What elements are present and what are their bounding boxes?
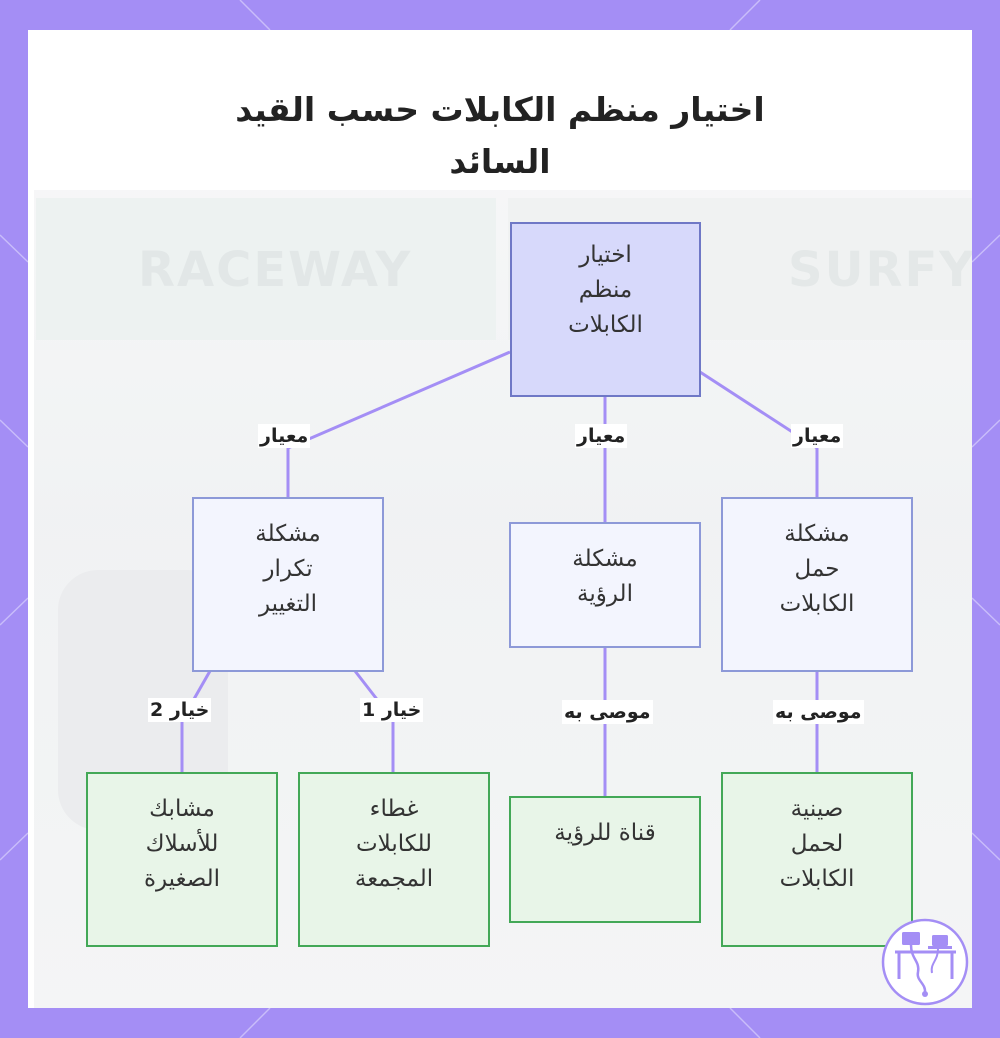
node-leaf-cable-tray-label: صينية لحمل الكابلات	[779, 796, 855, 892]
edge-label-option-2: خيار 2	[148, 698, 212, 722]
background-banner-text: RACEWAY	[138, 242, 413, 298]
background-banner-text-right: SURFY	[788, 242, 972, 298]
node-leaf-cable-tray[interactable]: صينية لحمل الكابلات	[721, 772, 913, 947]
node-leaf-bundled-cable-cover[interactable]: غطاء للكابلات المجمعة	[298, 772, 490, 947]
node-root-label: اختيار منظم الكابلات	[568, 242, 643, 338]
background-banner	[36, 198, 496, 340]
edge-label-recommended-right: موصى به	[773, 700, 864, 724]
node-leaf-visibility-channel[interactable]: قناة للرؤية	[509, 796, 701, 923]
diagram-title: اختيار منظم الكابلات حسب القيد السائد	[28, 84, 972, 188]
node-issue-cable-load[interactable]: مشكلة حمل الكابلات	[721, 497, 913, 672]
node-issue-change-frequency-label: مشكلة تكرار التغيير	[255, 521, 321, 617]
node-leaf-visibility-channel-label: قناة للرؤية	[554, 820, 656, 846]
node-leaf-small-wire-clips-label: مشابك للأسلاك الصغيرة	[143, 796, 221, 892]
node-issue-cable-load-label: مشكلة حمل الكابلات	[779, 521, 855, 617]
node-leaf-bundled-cable-cover-label: غطاء للكابلات المجمعة	[354, 796, 434, 892]
node-issue-change-frequency[interactable]: مشكلة تكرار التغيير	[192, 497, 384, 672]
edge-change-to-small-clips	[180, 670, 212, 773]
edge-label-criterion-right: معيار	[791, 424, 844, 448]
edge-label-criterion-left: معيار	[258, 424, 311, 448]
edge-root-to-load	[699, 370, 819, 497]
edge-root-to-change	[286, 350, 511, 497]
node-root[interactable]: اختيار منظم الكابلات	[510, 222, 701, 397]
edge-label-recommended-mid: موصى به	[562, 700, 653, 724]
edge-label-option-1: خيار 1	[360, 698, 424, 722]
node-issue-visibility[interactable]: مشكلة الرؤية	[509, 522, 701, 648]
node-issue-visibility-label: مشكلة الرؤية	[572, 546, 638, 607]
edge-label-criterion-mid: معيار	[575, 424, 628, 448]
desk-workstation-logo-icon	[881, 918, 969, 1006]
title-line-1: اختيار منظم الكابلات حسب القيد	[235, 90, 765, 129]
node-leaf-small-wire-clips[interactable]: مشابك للأسلاك الصغيرة	[86, 772, 278, 947]
title-line-2: السائد	[449, 142, 551, 181]
edge-change-to-cover	[353, 670, 395, 773]
